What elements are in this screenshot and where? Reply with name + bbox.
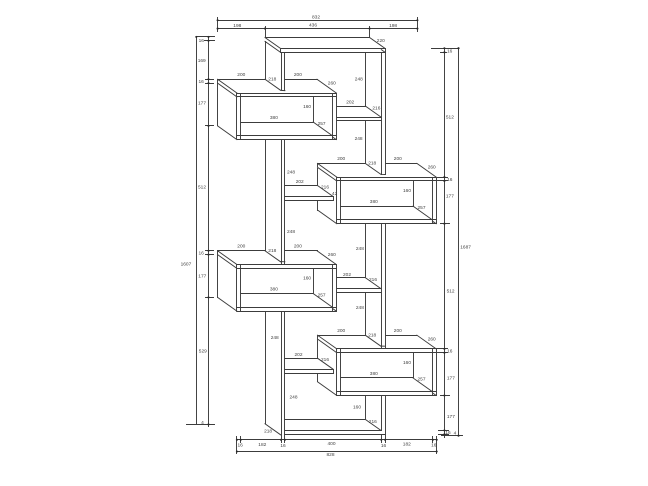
svg-text:202: 202 <box>296 179 304 185</box>
svg-text:169: 169 <box>198 58 206 64</box>
svg-text:16: 16 <box>447 48 453 54</box>
svg-text:220: 220 <box>377 38 385 44</box>
svg-text:218: 218 <box>264 428 272 434</box>
svg-text:160: 160 <box>303 104 311 110</box>
svg-text:828: 828 <box>326 452 334 458</box>
svg-text:400: 400 <box>327 441 335 447</box>
svg-text:380: 380 <box>270 287 278 293</box>
svg-text:260: 260 <box>328 80 336 86</box>
svg-text:257: 257 <box>417 205 425 211</box>
svg-text:832: 832 <box>312 14 320 20</box>
svg-text:202: 202 <box>343 272 351 278</box>
svg-text:248: 248 <box>356 246 364 252</box>
svg-text:436: 436 <box>309 23 317 29</box>
svg-text:380: 380 <box>370 371 378 377</box>
svg-text:248: 248 <box>287 229 295 235</box>
svg-text:218: 218 <box>368 333 376 339</box>
svg-text:160: 160 <box>353 405 361 411</box>
svg-text:16: 16 <box>445 430 451 436</box>
svg-text:216: 216 <box>369 419 377 425</box>
svg-text:248: 248 <box>356 305 364 311</box>
svg-text:16: 16 <box>199 38 205 44</box>
svg-text:200: 200 <box>394 328 402 334</box>
svg-text:216: 216 <box>321 185 329 191</box>
svg-text:260: 260 <box>428 336 436 342</box>
svg-text:16: 16 <box>447 349 453 355</box>
svg-text:4: 4 <box>454 431 457 437</box>
svg-text:177: 177 <box>198 101 206 107</box>
svg-text:248: 248 <box>355 136 363 142</box>
svg-text:380: 380 <box>270 115 278 121</box>
svg-text:16: 16 <box>381 443 387 449</box>
svg-text:160: 160 <box>403 188 411 194</box>
svg-text:182: 182 <box>258 442 266 448</box>
svg-text:257: 257 <box>318 121 326 127</box>
svg-text:257: 257 <box>417 377 425 383</box>
svg-text:248: 248 <box>355 77 363 83</box>
svg-text:200: 200 <box>294 72 302 78</box>
svg-text:257: 257 <box>318 292 326 298</box>
svg-text:200: 200 <box>237 244 245 250</box>
svg-text:216: 216 <box>321 357 329 363</box>
svg-text:216: 216 <box>372 105 380 111</box>
svg-text:200: 200 <box>337 156 345 162</box>
svg-text:512: 512 <box>446 115 454 121</box>
svg-text:177: 177 <box>446 194 454 200</box>
svg-text:218: 218 <box>268 248 276 254</box>
svg-text:16: 16 <box>199 79 205 85</box>
svg-text:260: 260 <box>428 165 436 171</box>
svg-text:182: 182 <box>403 442 411 448</box>
svg-text:200: 200 <box>237 72 245 78</box>
svg-text:202: 202 <box>294 352 302 358</box>
svg-text:177: 177 <box>447 375 455 381</box>
svg-text:529: 529 <box>199 349 207 355</box>
svg-text:248: 248 <box>271 335 279 341</box>
svg-text:16: 16 <box>199 250 205 256</box>
svg-text:177: 177 <box>198 274 206 280</box>
svg-text:16: 16 <box>238 443 244 449</box>
svg-text:200: 200 <box>337 328 345 334</box>
svg-text:218: 218 <box>268 77 276 83</box>
svg-text:16: 16 <box>280 443 286 449</box>
svg-text:16: 16 <box>431 443 437 449</box>
svg-text:1687: 1687 <box>460 245 471 251</box>
svg-text:4: 4 <box>201 420 204 426</box>
svg-text:248: 248 <box>287 169 295 175</box>
svg-text:512: 512 <box>447 289 455 295</box>
svg-text:248: 248 <box>289 395 297 401</box>
svg-text:160: 160 <box>403 360 411 366</box>
svg-text:200: 200 <box>294 244 302 250</box>
svg-text:200: 200 <box>394 156 402 162</box>
svg-text:160: 160 <box>303 275 311 281</box>
svg-text:1607: 1607 <box>181 261 192 267</box>
svg-text:380: 380 <box>370 199 378 205</box>
svg-text:198: 198 <box>233 23 241 29</box>
svg-text:42: 42 <box>332 191 338 197</box>
svg-text:216: 216 <box>369 277 377 283</box>
svg-text:202: 202 <box>346 100 354 106</box>
svg-text:177: 177 <box>447 414 455 420</box>
svg-text:512: 512 <box>198 184 206 190</box>
svg-text:16: 16 <box>447 177 453 183</box>
svg-text:218: 218 <box>368 161 376 167</box>
svg-text:198: 198 <box>389 23 397 29</box>
svg-text:260: 260 <box>328 252 336 258</box>
